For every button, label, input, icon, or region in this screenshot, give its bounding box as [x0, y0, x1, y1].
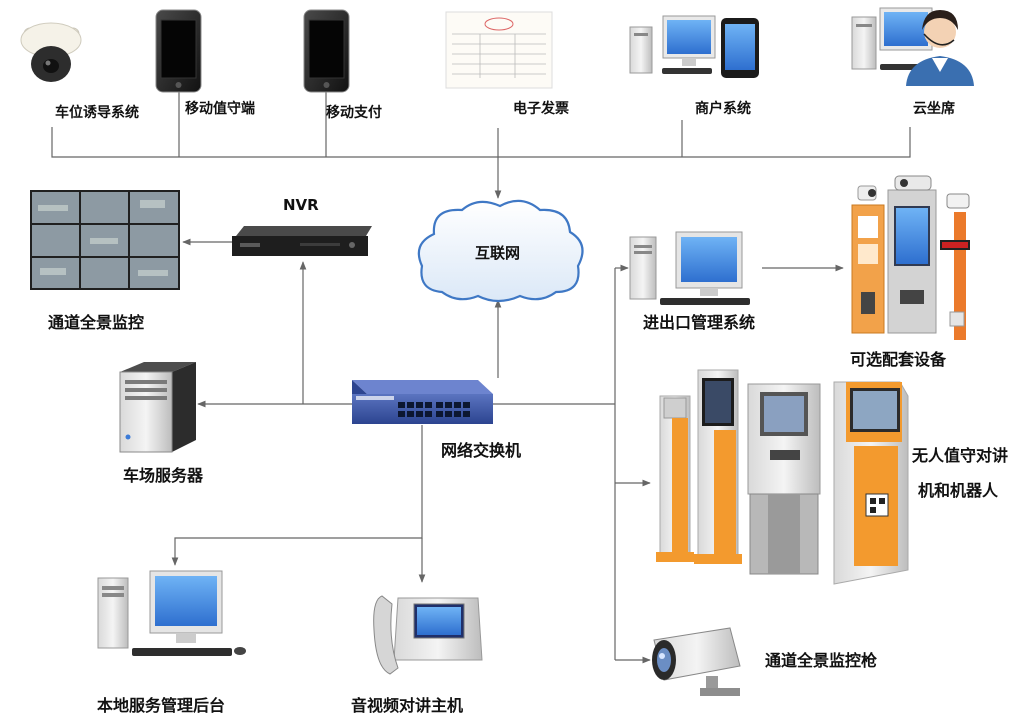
desktop-computer-icon	[97, 570, 246, 656]
label-intercom-host: 音视频对讲主机	[351, 696, 463, 715]
label-mobile-duty: 移动值守端	[185, 100, 255, 117]
smartphone-icon	[303, 9, 350, 93]
label-panorama-monitor: 通道全景监控	[48, 313, 144, 332]
label-unattended-robot-line1: 无人值守对讲	[911, 446, 1008, 465]
label-e-invoice: 电子发票	[513, 100, 569, 117]
nvr-recorder-icon	[232, 226, 372, 256]
video-wall-icon	[30, 190, 180, 290]
label-panorama-camera: 通道全景监控枪	[765, 651, 877, 670]
label-merchant: 商户系统	[695, 100, 751, 117]
top-bus-line	[51, 127, 911, 158]
cloud-icon	[417, 199, 584, 303]
desktop-tablet-icon	[629, 15, 759, 78]
barrier-gate-icon	[851, 175, 970, 340]
desktop-operator-icon	[851, 7, 974, 86]
invoice-document-icon	[445, 11, 553, 89]
bullet-camera-icon	[652, 627, 741, 696]
label-cloud-seat: 云坐席	[913, 100, 955, 117]
label-parking-guide: 车位诱导系统	[55, 104, 139, 121]
server-tower-icon	[119, 362, 196, 453]
label-local-admin: 本地服务管理后台	[97, 696, 225, 715]
connection-lines	[51, 92, 911, 664]
desktop-computer-icon	[629, 231, 750, 305]
network-switch-icon	[352, 380, 493, 424]
kiosk-robot-icon	[656, 369, 909, 585]
label-yard-server: 车场服务器	[123, 466, 204, 485]
smartphone-icon	[155, 9, 202, 93]
dome-camera-icon	[20, 22, 82, 82]
nvr-label: NVR	[283, 196, 319, 214]
video-phone-icon	[373, 595, 483, 675]
link-switch-down	[171, 425, 423, 566]
label-optional-equipment: 可选配套设备	[850, 350, 947, 369]
switch-label: 网络交换机	[441, 441, 521, 460]
label-mobile-pay: 移动支付	[326, 104, 382, 121]
label-access-mgmt: 进出口管理系统	[643, 313, 755, 332]
cloud-label: 互联网	[475, 244, 520, 262]
label-unattended-robot-line2: 机和机器人	[918, 481, 999, 500]
